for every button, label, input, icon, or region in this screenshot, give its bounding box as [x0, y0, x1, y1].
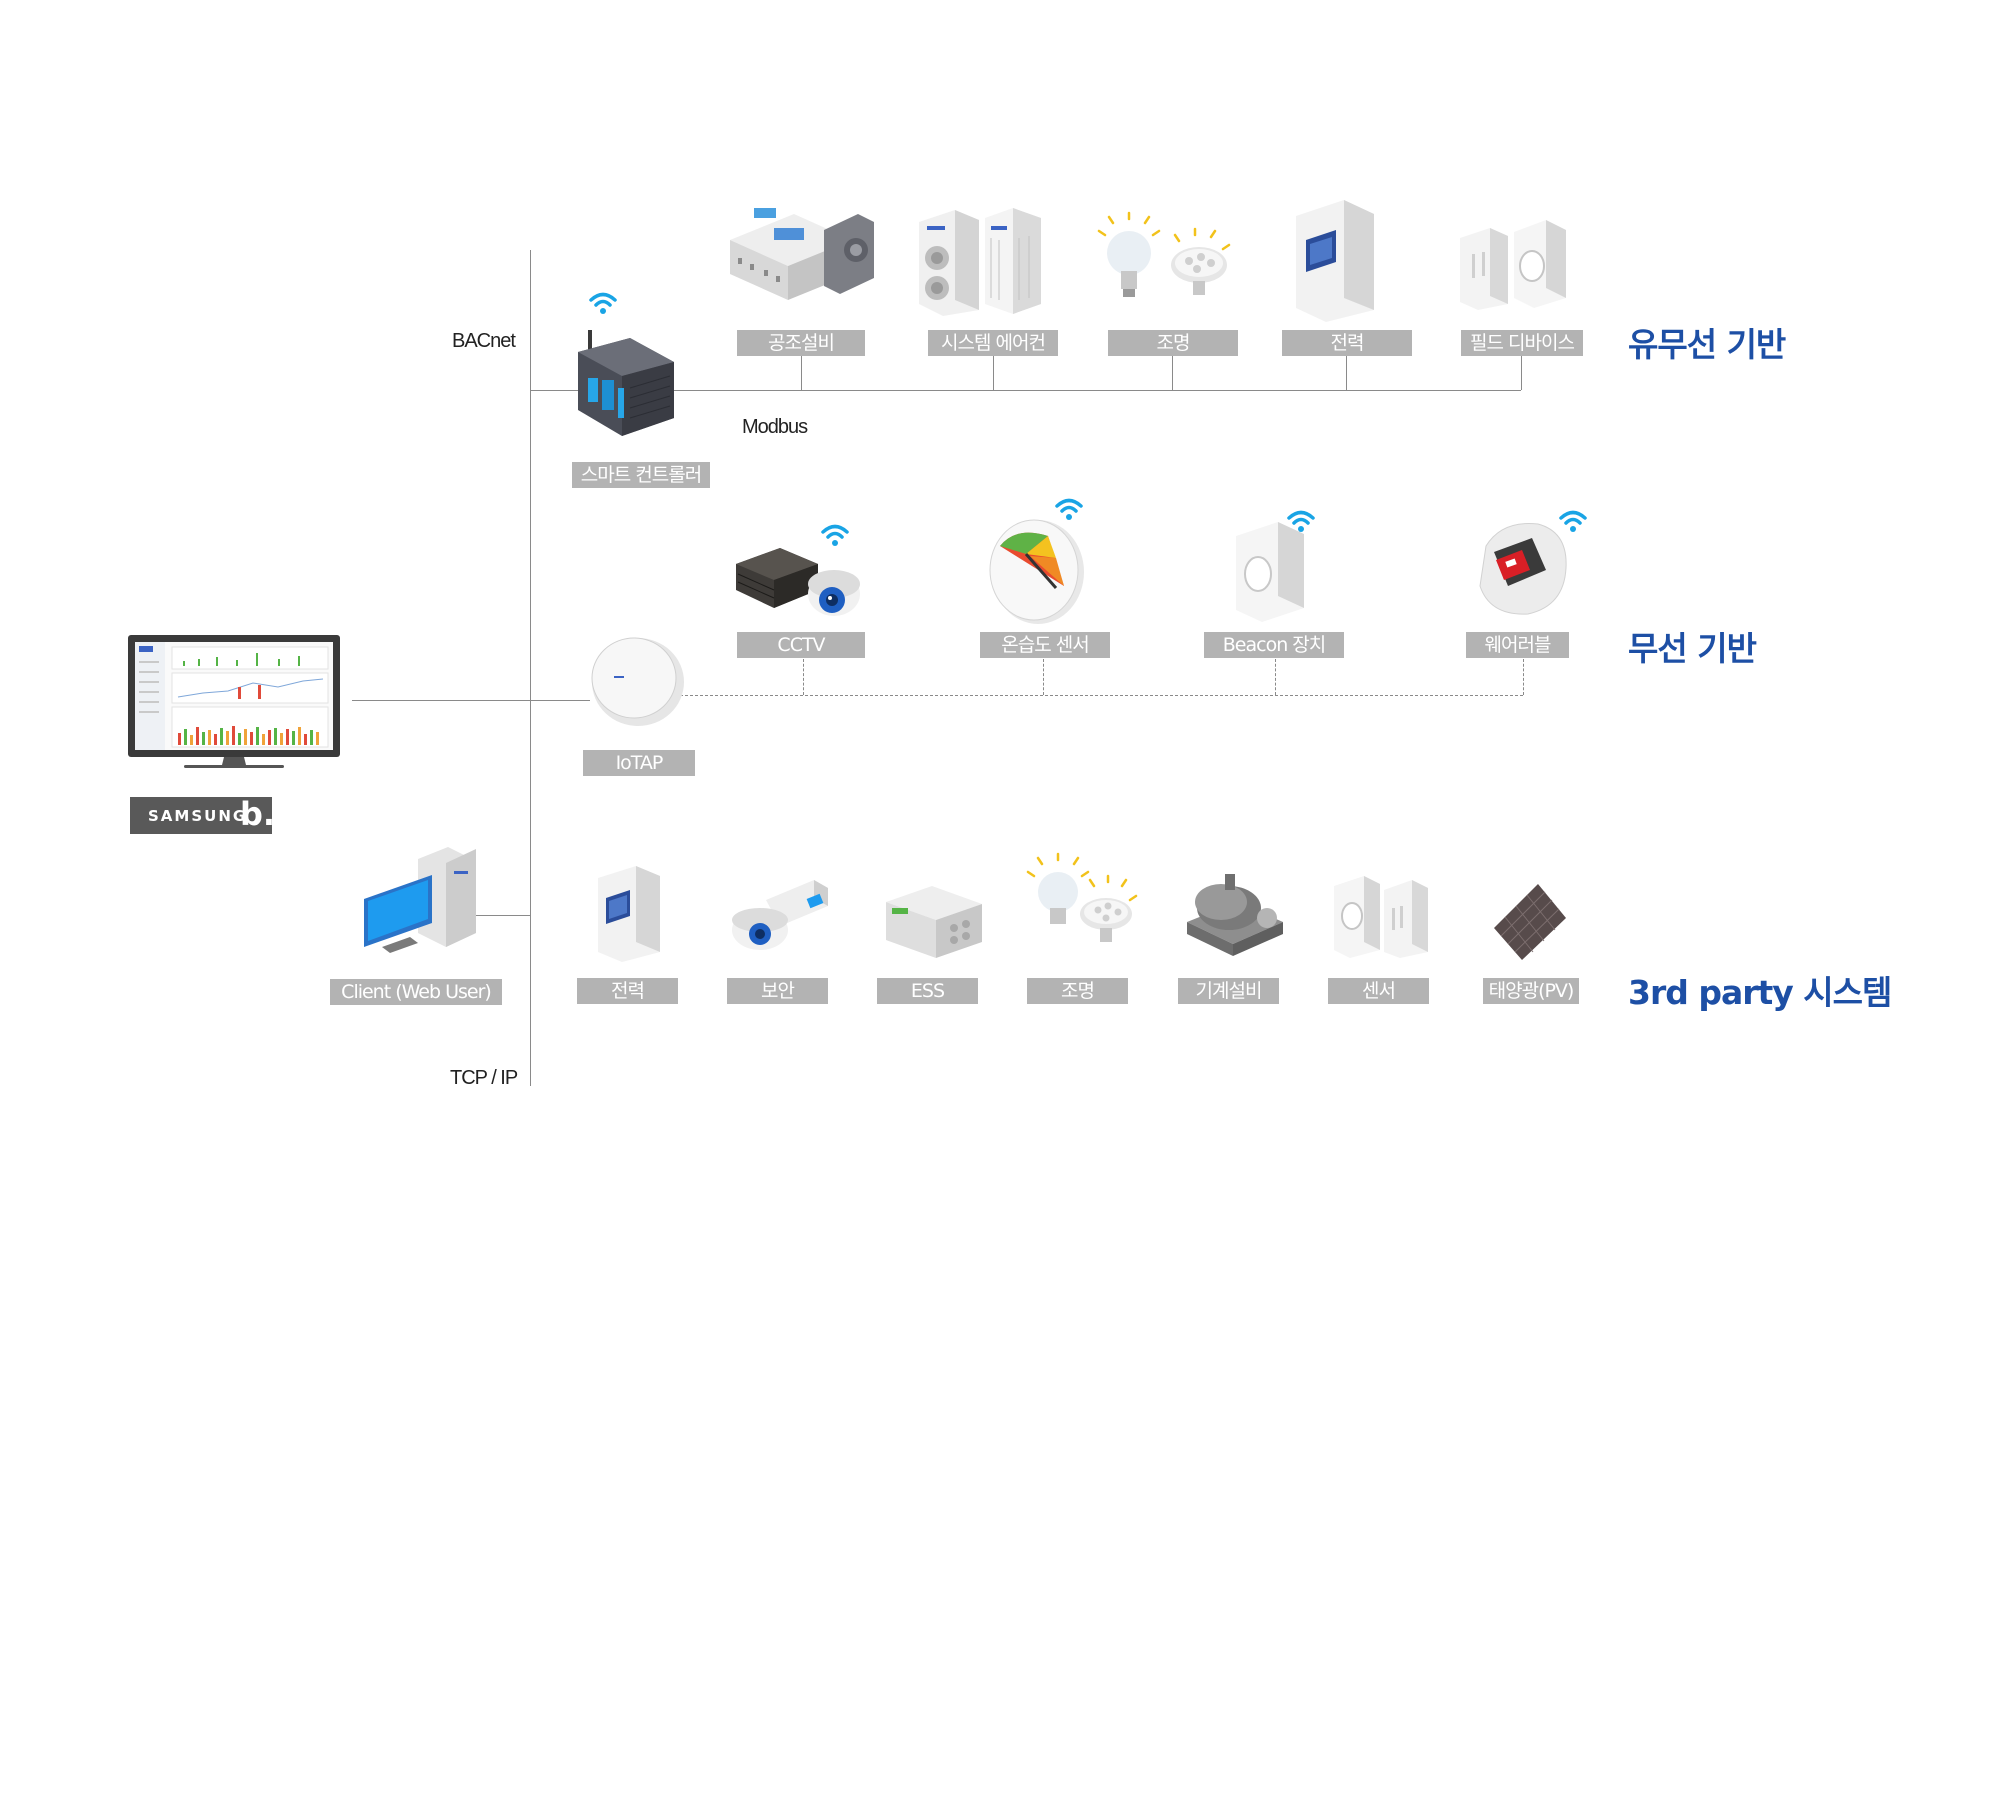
client-computer-icon — [364, 847, 476, 953]
wireless-bus-line — [680, 695, 1523, 696]
device-label-lighting-3rd: 조명 — [1027, 978, 1128, 1004]
wifi-icon — [821, 524, 849, 546]
samsung-b-logo: SAMSUNG b. — [130, 795, 276, 834]
device-label-ess: ESS — [877, 978, 978, 1004]
lighting-bulb-icon — [1097, 211, 1231, 297]
smart-controller-label: 스마트 컨트롤러 — [572, 462, 710, 488]
device-label-beacon: Beacon 장치 — [1204, 632, 1344, 658]
device-label-security: 보안 — [727, 978, 828, 1004]
field-device-switch-icon — [1460, 220, 1566, 310]
beacon-device-icon — [1236, 522, 1304, 622]
wifi-icon — [1559, 510, 1587, 532]
bus-drop-line — [801, 356, 802, 390]
device-label-power: 전력 — [1282, 330, 1412, 356]
iotap-access-point-icon — [591, 637, 684, 726]
section-title-wired: 유무선 기반 — [1628, 325, 1786, 364]
iotap-connection-line — [530, 700, 590, 701]
device-label-power-3rd: 전력 — [577, 978, 678, 1004]
mechanical-equipment-icon — [1187, 874, 1283, 956]
device-label-mechanical: 기계설비 — [1178, 978, 1279, 1004]
device-label-temp-humidity: 온습도 센서 — [980, 632, 1110, 658]
bus-drop-line — [993, 356, 994, 390]
device-label-wearable: 웨어러블 — [1466, 632, 1569, 658]
client-label: Client (Web User) — [330, 979, 502, 1005]
system-air-conditioner-icon — [919, 208, 1041, 316]
device-label-cctv: CCTV — [737, 632, 865, 658]
bus-drop-line — [1346, 356, 1347, 390]
sensor-switch-icon — [1334, 876, 1428, 958]
temperature-humidity-sensor-icon — [989, 519, 1084, 624]
power-panel-icon — [598, 866, 660, 962]
security-camera-icon — [732, 880, 828, 950]
wifi-icon — [1055, 498, 1083, 520]
wireless-drop-line — [1043, 659, 1044, 695]
cctv-camera-icon — [736, 548, 860, 616]
monitor-connection-line — [352, 700, 530, 701]
device-label-lighting: 조명 — [1108, 330, 1238, 356]
bus-drop-line — [1521, 356, 1522, 390]
lighting-bulb-icon — [1026, 852, 1138, 942]
dashboard-monitor-icon — [128, 635, 340, 768]
smart-controller-icon — [578, 330, 674, 436]
solar-panel-icon — [1494, 884, 1566, 960]
wearable-band-icon — [1479, 522, 1567, 615]
wifi-icon — [589, 292, 617, 314]
air-handling-unit-icon — [730, 208, 874, 300]
tcpip-label: TCP / IP — [450, 1067, 518, 1089]
modbus-label: Modbus — [742, 416, 808, 438]
bus-drop-line — [1172, 356, 1173, 390]
samsung-logo-text: SAMSUNG — [148, 807, 248, 825]
device-label-solar: 태양광(PV) — [1483, 978, 1579, 1004]
tcpip-backbone-line — [530, 250, 531, 1086]
ess-battery-icon — [886, 886, 982, 958]
wireless-drop-line — [1523, 659, 1524, 695]
client-connection-line — [470, 915, 530, 916]
device-label-air-handling: 공조설비 — [737, 330, 865, 356]
device-label-sensor: 센서 — [1328, 978, 1429, 1004]
controller-connection-line — [530, 390, 580, 391]
power-panel-icon — [1296, 200, 1374, 322]
wifi-icon — [1287, 510, 1315, 532]
iotap-label: IoTAP — [583, 750, 695, 776]
wireless-drop-line — [1275, 659, 1276, 695]
device-label-field-device: 필드 디바이스 — [1461, 330, 1583, 356]
b-logo-mark: b. — [240, 795, 276, 833]
bacnet-label: BACnet — [452, 330, 516, 352]
wireless-drop-line — [803, 659, 804, 695]
section-title-wireless: 무선 기반 — [1628, 629, 1757, 668]
modbus-bus-line — [670, 390, 1521, 391]
device-label-system-aircon: 시스템 에어컨 — [928, 330, 1058, 356]
section-title-third-party: 3rd party 시스템 — [1628, 973, 1892, 1012]
